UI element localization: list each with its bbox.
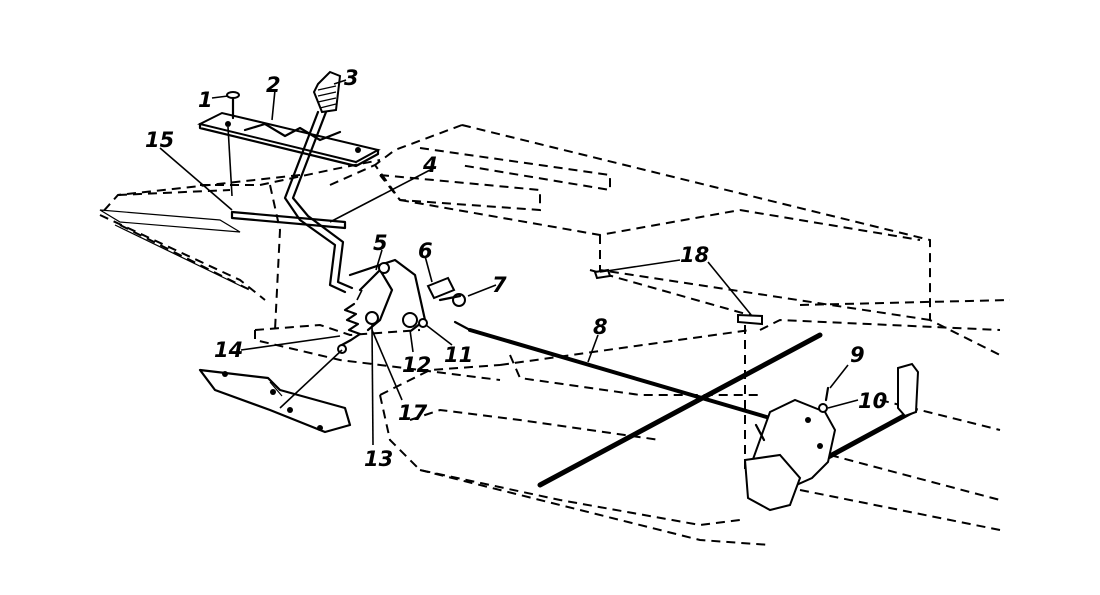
- callout-13: 13: [364, 447, 393, 471]
- callout-1: 1: [198, 88, 213, 112]
- shift-plate: [197, 111, 381, 197]
- callout-8: 8: [593, 315, 608, 339]
- callout-6: 6: [418, 239, 433, 263]
- cross-rod: [537, 332, 823, 488]
- callout-15: 15: [145, 128, 174, 152]
- callout-2: 2: [266, 73, 281, 97]
- callout-11: 11: [444, 343, 473, 367]
- callout-18: 18: [680, 243, 709, 267]
- screw-part-1: [226, 91, 240, 120]
- chassis-outline: [99, 124, 1011, 546]
- shift-knob: [312, 70, 342, 114]
- callout-9: 9: [850, 343, 865, 367]
- callout-7: 7: [492, 273, 507, 297]
- callout-labels: 1 2 3 4 5 6 7 8 9 10 11 12 13 14 15 17 1…: [145, 66, 887, 471]
- callout-10: 10: [858, 389, 887, 413]
- callout-12: 12: [402, 353, 431, 377]
- lower-bracket: [198, 368, 352, 434]
- callout-17: 17: [398, 401, 428, 425]
- leader-lines: [159, 79, 859, 446]
- bell-crank: [743, 362, 920, 512]
- control-rod: [453, 320, 772, 420]
- shift-lever: [283, 110, 354, 294]
- callout-5: 5: [373, 231, 388, 255]
- pivot-assembly: [337, 258, 466, 354]
- mounting-bracket: [99, 209, 347, 289]
- callout-14: 14: [214, 338, 243, 362]
- callout-3: 3: [344, 66, 359, 90]
- callout-4: 4: [422, 153, 438, 177]
